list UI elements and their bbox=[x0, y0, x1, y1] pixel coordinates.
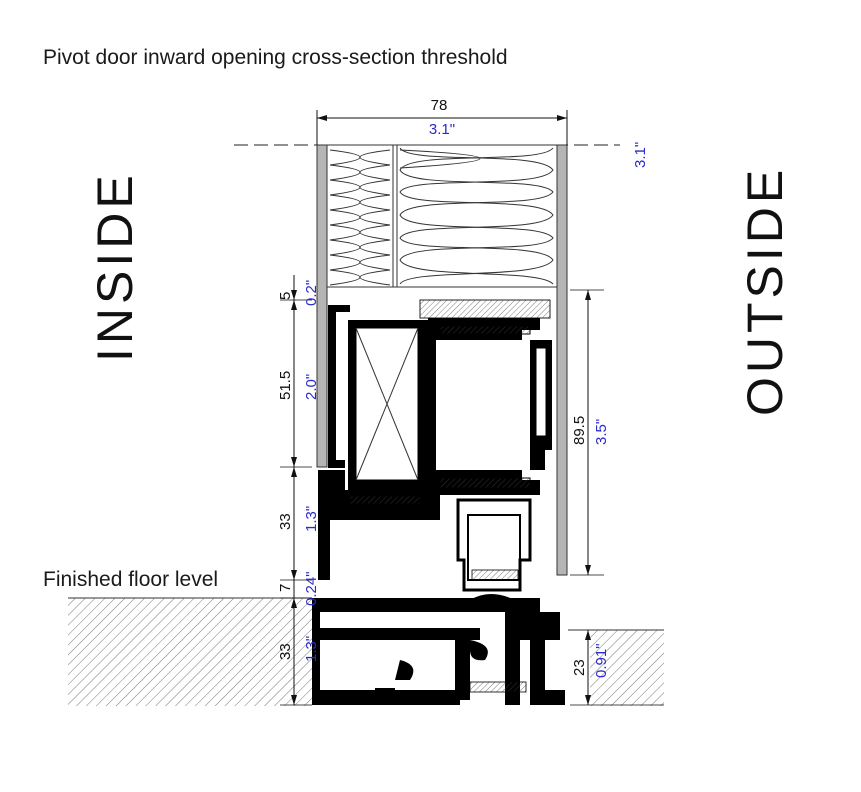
threshold-profile bbox=[312, 594, 565, 705]
dim-left-4-mm: 7 bbox=[277, 584, 294, 592]
dim-right-frame-in: 3.5" bbox=[593, 419, 610, 445]
floor-level-label: Finished floor level bbox=[43, 568, 219, 591]
dim-left-4-in: 0.24" bbox=[303, 571, 320, 606]
dim-right-floor-mm: 23 bbox=[571, 659, 588, 676]
right-top-dim-in: 3.1" bbox=[632, 142, 649, 168]
floor-left bbox=[68, 597, 312, 706]
diagram-title: Pivot door inward opening cross-section … bbox=[43, 46, 508, 69]
door-profile bbox=[318, 299, 552, 592]
dimension-right-frame bbox=[570, 289, 604, 576]
insulation-panel bbox=[316, 144, 568, 576]
dim-left-3-in: 1.3" bbox=[303, 506, 320, 532]
dim-left-2-in: 2.0" bbox=[303, 374, 320, 400]
dimension-left-chain bbox=[280, 275, 312, 706]
dimension-right-floor bbox=[570, 630, 664, 706]
dim-left-1-in: 0.2" bbox=[303, 280, 320, 306]
top-dim-in: 3.1" bbox=[429, 121, 455, 138]
dim-right-floor-in: 0.91" bbox=[593, 643, 610, 678]
dim-right-frame-mm: 89.5 bbox=[571, 416, 588, 445]
dim-left-3-mm: 33 bbox=[277, 513, 294, 530]
dim-left-5-in: 1.3" bbox=[303, 636, 320, 662]
dim-left-5-mm: 33 bbox=[277, 643, 294, 660]
floor-right bbox=[568, 629, 664, 706]
top-dim-mm: 78 bbox=[431, 97, 448, 114]
dim-left-1-mm: 5 bbox=[277, 292, 294, 300]
dim-left-2-mm: 51.5 bbox=[277, 371, 294, 400]
dimension-top: 78 3.1" bbox=[316, 97, 568, 145]
